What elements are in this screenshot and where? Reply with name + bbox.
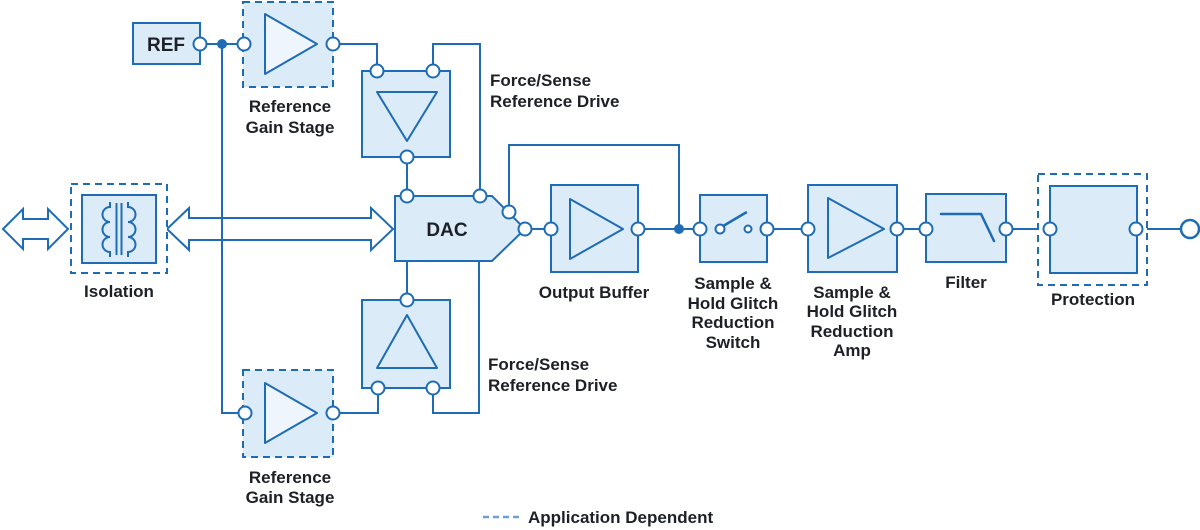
isolation-label: Isolation	[84, 282, 154, 301]
protection-label: Protection	[1051, 290, 1135, 309]
sh-amp-label: Reduction	[810, 322, 893, 341]
isolation-block	[70, 183, 168, 274]
force-sense-top-label: Force/Sense	[490, 71, 591, 90]
amplifier-triangle-icon	[569, 198, 624, 260]
junction-dot	[674, 224, 684, 234]
reference-gain-bottom-label: Gain Stage	[246, 488, 335, 507]
lowpass-filter-icon	[939, 212, 996, 243]
reference-gain-top-block	[242, 1, 334, 88]
filter-label: Filter	[945, 273, 987, 292]
sh-amp-label: Hold Glitch	[807, 302, 898, 321]
ref-label: REF	[147, 35, 185, 56]
amplifier-triangle-icon	[264, 13, 318, 75]
labels: REF Reference Gain Stage Isolation Force…	[84, 35, 1135, 507]
force-sense-bottom-label: Force/Sense	[488, 355, 589, 374]
reference-gain-top-label: Reference	[249, 97, 331, 116]
reference-gain-bottom-label: Reference	[249, 468, 331, 487]
reference-gain-top-label: Gain Stage	[246, 118, 335, 137]
output-terminal-icon	[1179, 218, 1200, 240]
sh-amp-label: Amp	[833, 341, 871, 360]
buffer-triangle-icon	[376, 91, 438, 142]
sh-switch-label: Hold Glitch	[688, 294, 779, 313]
reference-gain-bottom-block	[242, 369, 334, 458]
external-bus-arrow-icon	[1, 206, 70, 252]
sh-amp-block	[807, 184, 898, 273]
spst-switch-icon	[714, 211, 753, 235]
sh-switch-block	[699, 194, 768, 263]
sh-amp-label: Sample &	[813, 283, 890, 302]
dac-label: DAC	[426, 220, 467, 241]
output-buffer-block	[550, 184, 639, 273]
sh-switch-label: Switch	[706, 333, 761, 352]
output-buffer-label: Output Buffer	[539, 283, 650, 302]
legend-label: Application Dependent	[528, 508, 713, 527]
amplifier-triangle-icon	[264, 382, 318, 444]
sh-switch-label: Reduction	[691, 313, 774, 332]
junction-dot	[217, 39, 227, 49]
sh-switch-label: Sample &	[694, 274, 771, 293]
force-sense-bottom-block	[361, 299, 451, 389]
force-sense-bottom-label: Reference Drive	[488, 376, 617, 395]
legend: Application Dependent	[483, 508, 713, 527]
ref-block	[132, 22, 201, 65]
force-sense-top-block	[361, 70, 451, 158]
force-sense-top-label: Reference Drive	[490, 92, 619, 111]
connection-ports	[192, 36, 1144, 421]
isolation-dac-bus-arrow-icon	[165, 205, 395, 253]
transformer-icon	[101, 202, 137, 257]
amplifier-triangle-icon	[827, 197, 885, 259]
filter-block	[925, 193, 1007, 263]
buffer-triangle-icon	[376, 314, 438, 369]
